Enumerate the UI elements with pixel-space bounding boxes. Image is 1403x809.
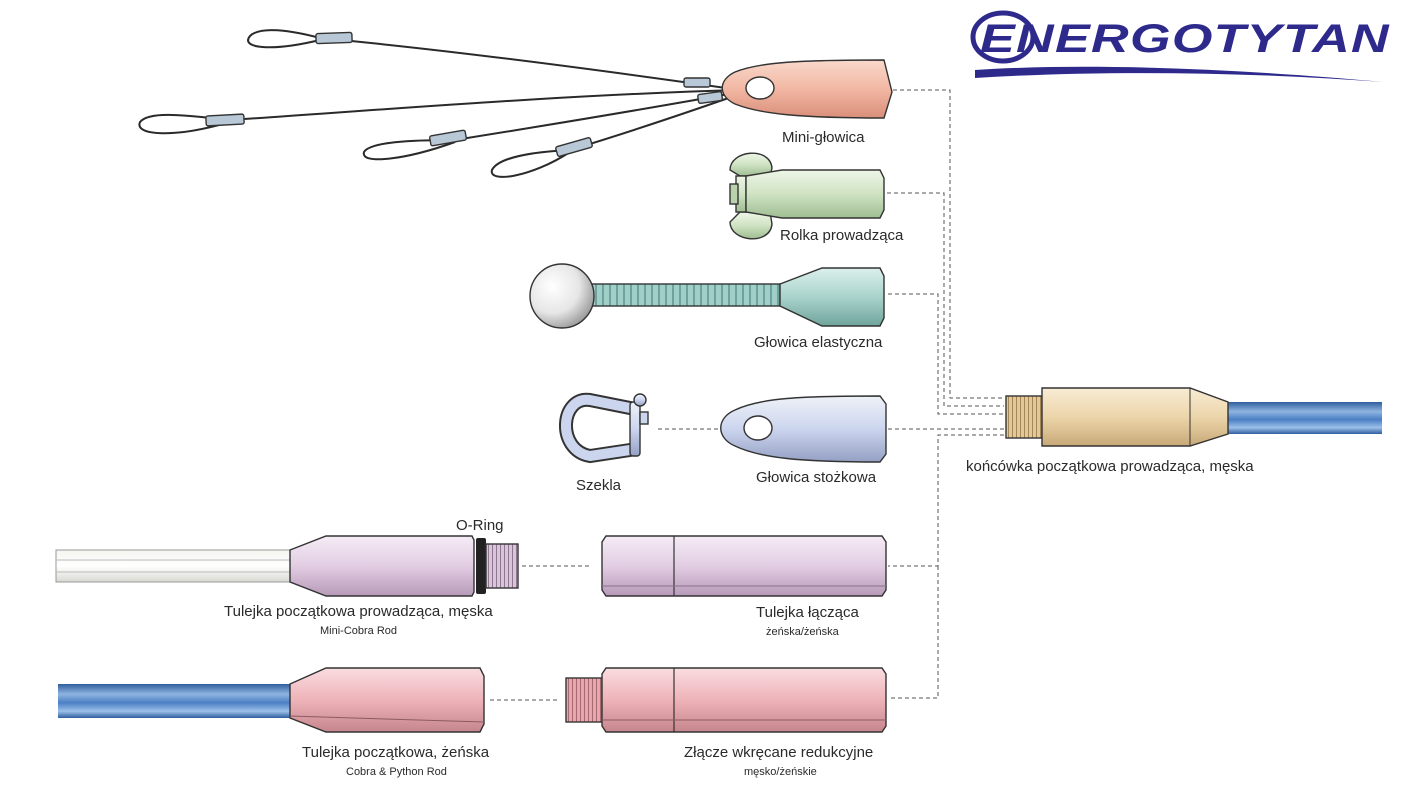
zlacze-thread	[565, 677, 603, 723]
connector-mini-glowica	[893, 89, 1004, 399]
white-rod	[55, 549, 291, 583]
tulejka-zenska-body	[289, 667, 485, 733]
koncowka-body	[1041, 387, 1229, 447]
tulejka-laczaca-part: Tulejka łącząca żeńska/żeńska	[601, 535, 887, 638]
tulejka-zenska-part: Tulejka początkowa, żeńska Cobra & Pytho…	[58, 667, 490, 778]
tulejka-prowadzaca-part: O-Ring Tulejka początkowa prowadząca, mę…	[55, 517, 519, 637]
rolka-body	[745, 169, 885, 219]
label-szekla: Szekla	[576, 477, 622, 494]
label-glowica-stozkowa: Głowica stożkowa	[756, 469, 877, 486]
blue-rod	[58, 684, 290, 718]
label-tulejka-zenska: Tulejka początkowa, żeńska	[302, 744, 490, 761]
connector-glowica-elastyczna	[888, 293, 1004, 415]
rolka-prowadzaca-part: Rolka prowadząca	[729, 152, 904, 244]
connector-zlacze	[888, 566, 939, 699]
koncowka-thread	[1005, 395, 1043, 439]
label-tulejka-laczaca: Tulejka łącząca	[756, 604, 859, 621]
energotytan-logo: ENERGOTYTAN	[970, 10, 1390, 82]
glowica-stozkowa-eye-icon	[743, 415, 773, 441]
label-koncowka: końcówka początkowa prowadząca, męska	[966, 458, 1254, 475]
label-o-ring: O-Ring	[456, 517, 504, 534]
glowica-elastyczna-body	[779, 267, 885, 327]
tulejka-laczaca-body	[601, 535, 887, 597]
szekla-part: Szekla	[559, 392, 649, 494]
ball-tip-icon	[529, 263, 595, 329]
mini-glowica-eye-icon	[745, 76, 775, 100]
label-zlacze: Złącze wkręcane redukcyjne	[684, 744, 873, 761]
zlacze-part: Złącze wkręcane redukcyjne męsko/żeńskie	[565, 667, 887, 778]
glowica-elastyczna-part: Głowica elastyczna	[529, 263, 885, 351]
koncowka-part: końcówka początkowa prowadząca, męska	[966, 387, 1382, 475]
connector-lines	[490, 89, 1004, 701]
logo-ring	[970, 10, 1036, 64]
label-zlacze-sub: męsko/żeńskie	[744, 766, 817, 778]
koncowka-rod	[1226, 402, 1382, 434]
spring-section	[587, 283, 781, 307]
tulejka-prowadzaca-thread	[485, 543, 519, 589]
logo-text: ENERGOTYTAN	[980, 17, 1390, 61]
connector-rolka	[887, 192, 1004, 407]
label-tulejka-prowadzaca: Tulejka początkowa prowadząca, męska	[224, 603, 493, 620]
shackle-icon	[561, 394, 635, 462]
zlacze-body	[601, 667, 887, 733]
logo-swoosh	[975, 66, 1383, 82]
label-mini-glowica: Mini-głowica	[782, 129, 865, 146]
connector-tulejka-laczaca	[888, 434, 1004, 567]
label-tulejka-prowadzaca-sub: Mini-Cobra Rod	[320, 625, 397, 637]
label-rolka-prowadzaca: Rolka prowadząca	[780, 227, 904, 244]
label-glowica-elastyczna: Głowica elastyczna	[754, 334, 883, 351]
mini-glowica-head	[721, 59, 893, 119]
mini-glowica-part: Mini-głowica	[138, 29, 893, 178]
glowica-stozkowa-part: Głowica stożkowa	[720, 395, 887, 486]
tulejka-prowadzaca-body	[289, 535, 475, 597]
label-tulejka-laczaca-sub: żeńska/żeńska	[766, 626, 840, 638]
label-tulejka-zenska-sub: Cobra & Python Rod	[346, 766, 447, 778]
glowica-stozkowa-body	[720, 395, 887, 463]
o-ring	[476, 538, 486, 594]
